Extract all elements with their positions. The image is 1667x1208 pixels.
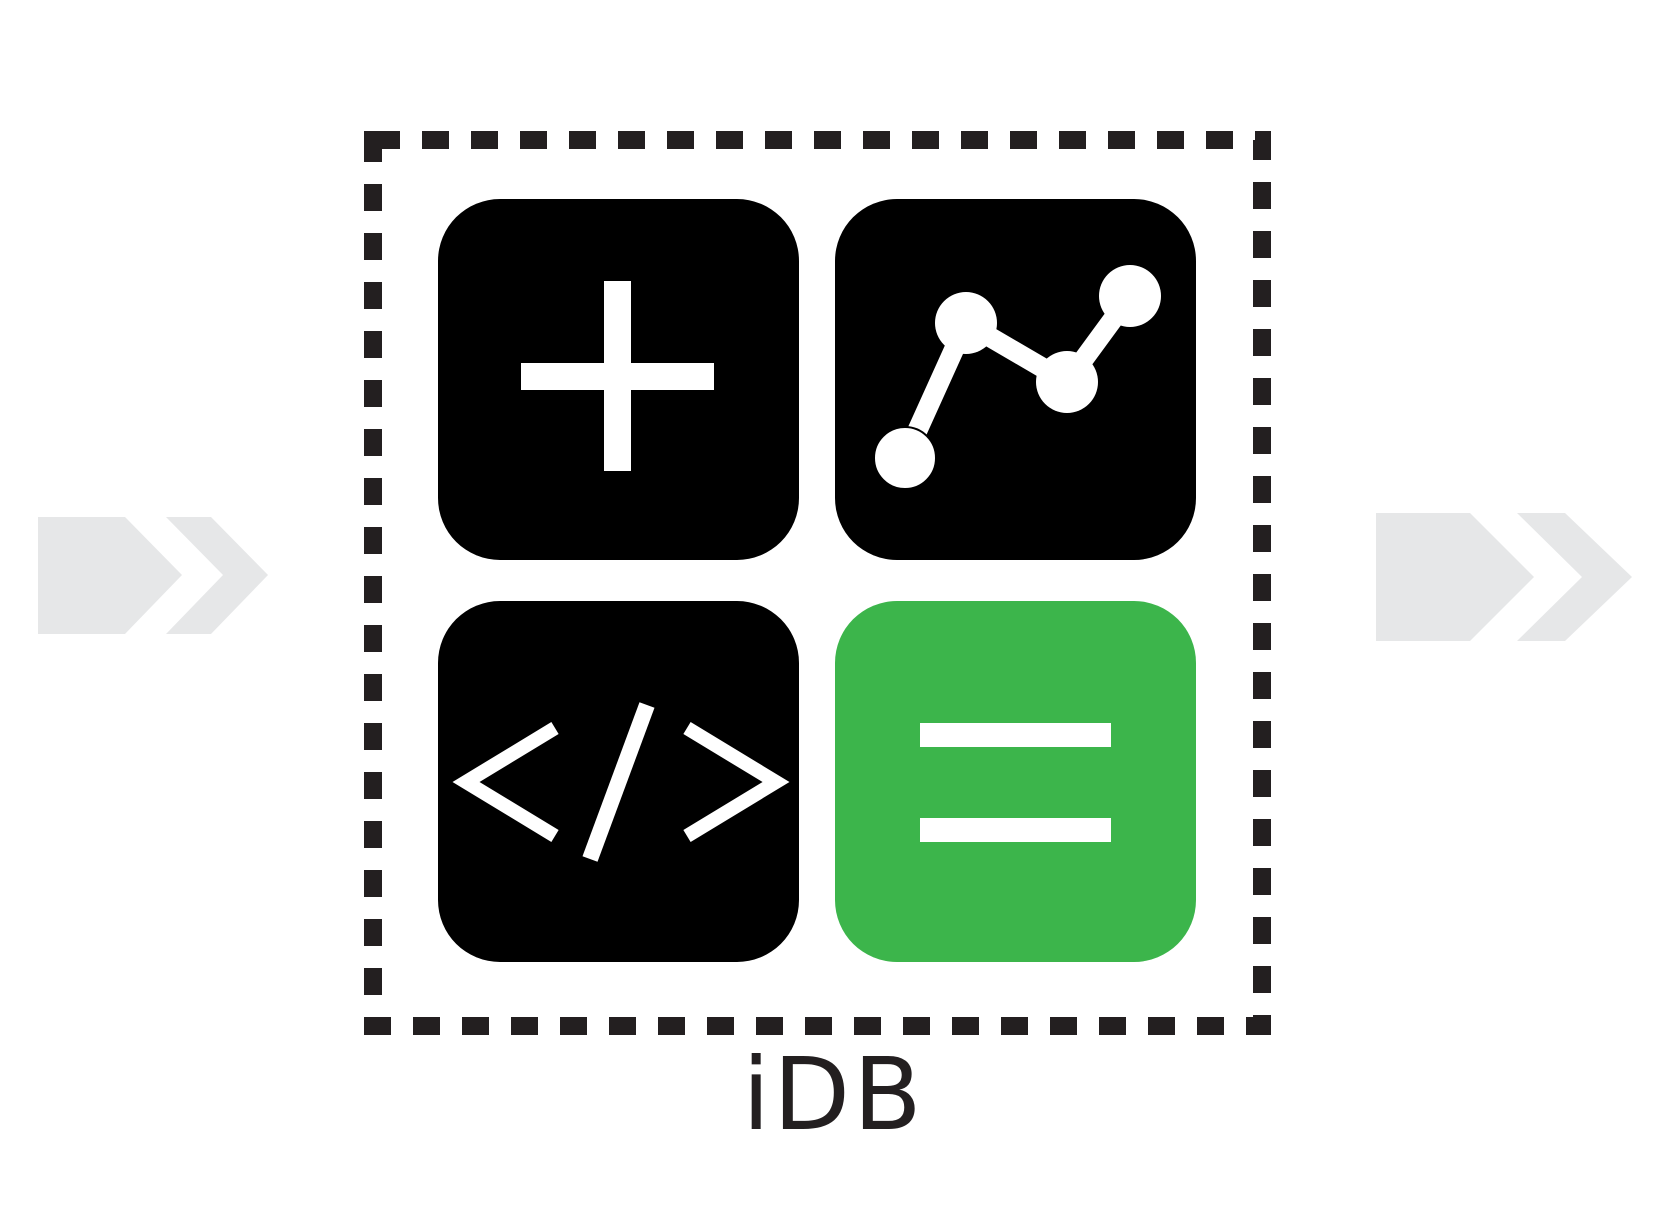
code-icon [452, 702, 790, 862]
chart-tile [835, 199, 1196, 560]
plus-icon [521, 281, 714, 471]
dashed-frame [364, 131, 1271, 1035]
diagram-caption: iDB [742, 1036, 925, 1153]
equals-icon [920, 723, 1111, 842]
input-flow-arrow [38, 517, 268, 634]
chevron-right-icon [38, 517, 268, 634]
output-flow-arrow [1376, 513, 1632, 641]
line-chart-icon [873, 265, 1161, 490]
add-tile [438, 199, 799, 560]
chevron-right-icon [1376, 513, 1632, 641]
code-tile [438, 601, 799, 962]
equals-tile [835, 601, 1196, 962]
